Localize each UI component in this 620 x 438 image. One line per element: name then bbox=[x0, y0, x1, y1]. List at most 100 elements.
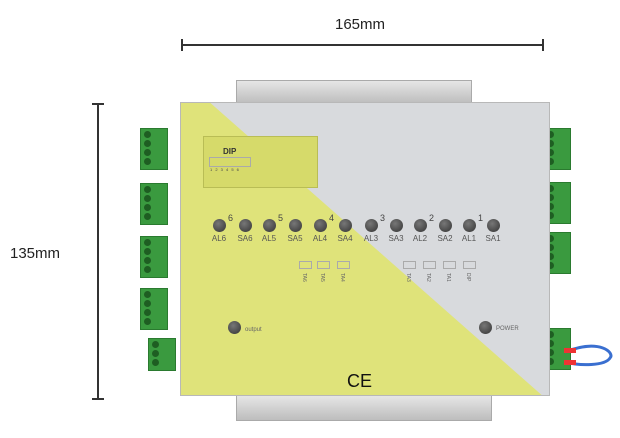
terminal-block bbox=[140, 236, 168, 278]
terminal-screw bbox=[144, 140, 151, 147]
terminal-screw bbox=[144, 300, 151, 307]
terminal-screw bbox=[547, 158, 554, 165]
terminal-screw bbox=[144, 266, 151, 273]
port-box bbox=[403, 261, 416, 269]
led-label: AL1 bbox=[461, 234, 477, 243]
led-label: SA6 bbox=[237, 234, 253, 243]
output-indicator-led bbox=[228, 321, 241, 334]
led-sa2 bbox=[439, 219, 452, 232]
dip-switch-window: DIP 1 2 3 4 5 6 bbox=[203, 136, 318, 188]
height-tick-top bbox=[92, 103, 104, 105]
port-label: TA4 bbox=[339, 273, 345, 282]
port-label: TA2 bbox=[425, 273, 431, 282]
terminal-screw bbox=[547, 131, 554, 138]
terminal-screw bbox=[144, 131, 151, 138]
terminal-screw bbox=[547, 253, 554, 260]
width-tick-left bbox=[181, 39, 183, 51]
output-label: output bbox=[245, 327, 262, 333]
height-dimension-label: 135mm bbox=[10, 245, 61, 262]
height-dimension-line bbox=[97, 103, 99, 400]
terminal-screw bbox=[547, 203, 554, 210]
terminal-screw bbox=[152, 359, 159, 366]
terminal-screw bbox=[547, 140, 554, 147]
channel-number: 5 bbox=[278, 213, 284, 223]
terminal-screw bbox=[547, 149, 554, 156]
terminal-block bbox=[140, 288, 168, 330]
top-mounting-bracket bbox=[236, 80, 472, 104]
led-al2 bbox=[414, 219, 427, 232]
dip-numbers: 1 2 3 4 5 6 bbox=[210, 167, 240, 172]
ce-mark: CE bbox=[347, 371, 373, 391]
terminal-screw bbox=[144, 239, 151, 246]
port-box bbox=[443, 261, 456, 269]
port-box bbox=[317, 261, 330, 269]
port-label: TA1 bbox=[445, 273, 451, 282]
terminal-screw bbox=[144, 195, 151, 202]
terminal-screw bbox=[547, 212, 554, 219]
terminal-block bbox=[140, 183, 168, 225]
port-label: DIP bbox=[465, 273, 471, 282]
channel-number: 4 bbox=[329, 213, 335, 223]
terminal-screw bbox=[547, 340, 554, 347]
power-indicator-led bbox=[479, 321, 492, 334]
port-label: TA3 bbox=[405, 273, 411, 282]
terminal-screw bbox=[547, 185, 554, 192]
terminal-screw bbox=[547, 349, 554, 356]
led-sa3 bbox=[390, 219, 403, 232]
terminal-screw bbox=[144, 291, 151, 298]
led-label: SA3 bbox=[388, 234, 404, 243]
terminal-screw bbox=[144, 309, 151, 316]
terminal-screw bbox=[144, 186, 151, 193]
led-label: AL3 bbox=[363, 234, 379, 243]
channel-number: 2 bbox=[429, 213, 435, 223]
terminal-screw bbox=[547, 358, 554, 365]
width-dimension-line bbox=[181, 44, 544, 46]
terminal-block bbox=[148, 338, 176, 371]
channel-number: 3 bbox=[380, 213, 386, 223]
bottom-mounting-bracket bbox=[236, 395, 492, 421]
port-box bbox=[337, 261, 350, 269]
terminal-screw bbox=[144, 213, 151, 220]
led-label: SA5 bbox=[287, 234, 303, 243]
led-label: AL6 bbox=[211, 234, 227, 243]
terminal-screw bbox=[547, 262, 554, 269]
dip-label: DIP bbox=[223, 147, 237, 156]
terminal-screw bbox=[152, 341, 159, 348]
led-sa1 bbox=[487, 219, 500, 232]
led-label: AL5 bbox=[261, 234, 277, 243]
height-tick-bottom bbox=[92, 398, 104, 400]
terminal-screw bbox=[144, 204, 151, 211]
terminal-screw bbox=[144, 248, 151, 255]
terminal-screw bbox=[547, 331, 554, 338]
terminal-screw bbox=[144, 257, 151, 264]
width-dimension-label: 165mm bbox=[335, 16, 386, 33]
port-box bbox=[423, 261, 436, 269]
port-label: TA5 bbox=[319, 273, 325, 282]
port-box bbox=[299, 261, 312, 269]
led-al3 bbox=[365, 219, 378, 232]
terminal-screw bbox=[152, 350, 159, 357]
terminal-screw bbox=[144, 318, 151, 325]
led-label: SA1 bbox=[485, 234, 501, 243]
led-label: SA4 bbox=[337, 234, 353, 243]
led-sa4 bbox=[339, 219, 352, 232]
terminal-screw bbox=[547, 244, 554, 251]
terminal-screw bbox=[144, 158, 151, 165]
width-tick-right bbox=[542, 39, 544, 51]
led-label: AL4 bbox=[312, 234, 328, 243]
led-sa6 bbox=[239, 219, 252, 232]
channel-number: 1 bbox=[478, 213, 484, 223]
dip-switch bbox=[209, 157, 251, 167]
terminal-block bbox=[140, 128, 168, 170]
port-label: TA6 bbox=[301, 273, 307, 282]
port-box bbox=[463, 261, 476, 269]
led-al6 bbox=[213, 219, 226, 232]
led-label: SA2 bbox=[437, 234, 453, 243]
terminal-screw bbox=[547, 194, 554, 201]
terminal-screw bbox=[144, 149, 151, 156]
terminal-screw bbox=[547, 235, 554, 242]
led-sa5 bbox=[289, 219, 302, 232]
led-label: AL2 bbox=[412, 234, 428, 243]
led-al4 bbox=[314, 219, 327, 232]
